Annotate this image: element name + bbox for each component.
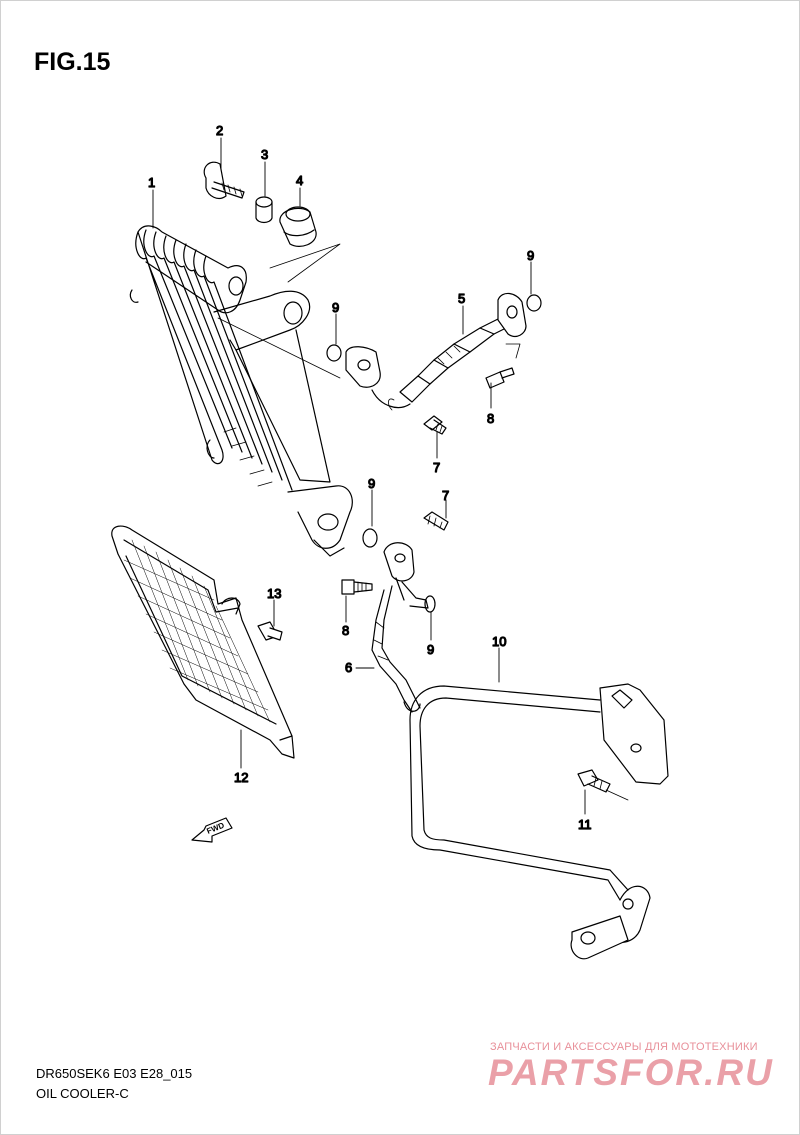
guard-bar-part (409, 683, 669, 960)
callout-9b: 9 (527, 248, 534, 263)
callout-12: 12 (234, 770, 248, 785)
callout-10: 10 (492, 634, 506, 649)
callout-8b: 8 (342, 623, 349, 638)
callout-2: 2 (216, 123, 223, 138)
watermark-logo: PARTSFOR.RU (488, 1052, 774, 1093)
callout-5: 5 (458, 291, 465, 306)
bolt-part (423, 415, 447, 435)
bolt-part (423, 511, 449, 531)
watermark-tagline: ЗАПЧАСТИ И АКСЕССУАРЫ ДЛЯ МОТОТЕХНИКИ (490, 1041, 758, 1053)
callout-4: 4 (296, 173, 303, 188)
callout-1: 1 (148, 175, 155, 190)
upper-oil-hose-part (345, 292, 527, 411)
o-ring-part (362, 528, 378, 548)
figure-title: FIG.15 (34, 48, 111, 76)
callout-9a: 9 (332, 300, 339, 315)
callout-13: 13 (267, 586, 281, 601)
callout-7a: 7 (433, 460, 440, 475)
oil-cooler-core-part (129, 225, 353, 557)
grommet-part (279, 206, 317, 247)
callout-8a: 8 (487, 411, 494, 426)
lower-oil-pipe-part (371, 542, 429, 713)
o-ring-part (526, 294, 542, 312)
callout-9d: 9 (427, 642, 434, 657)
collar-part (255, 196, 273, 224)
callout-11: 11 (578, 817, 592, 832)
o-ring-part (424, 595, 436, 613)
callout-3: 3 (261, 147, 268, 162)
fwd-arrow-icon: FWD (191, 817, 233, 843)
bolt-part (257, 621, 283, 641)
callout-7b: 7 (442, 488, 449, 503)
o-ring-part (326, 344, 342, 362)
callout-labels: 1 2 3 4 5 6 7 7 8 8 9 9 9 9 10 11 12 13 (147, 122, 592, 832)
bolt-part (485, 367, 515, 389)
leader-lines (152, 137, 586, 815)
cooler-guard-mesh-part (111, 525, 295, 759)
bolt-part (577, 769, 629, 801)
footer-part-name: OIL COOLER-C (36, 1086, 129, 1101)
footer-model-code: DR650SEK6 E03 E28_015 (36, 1066, 193, 1081)
bolt-part (341, 579, 373, 595)
bolt-washer-part (203, 161, 245, 200)
callout-6: 6 (345, 660, 352, 675)
callout-9c: 9 (368, 476, 375, 491)
